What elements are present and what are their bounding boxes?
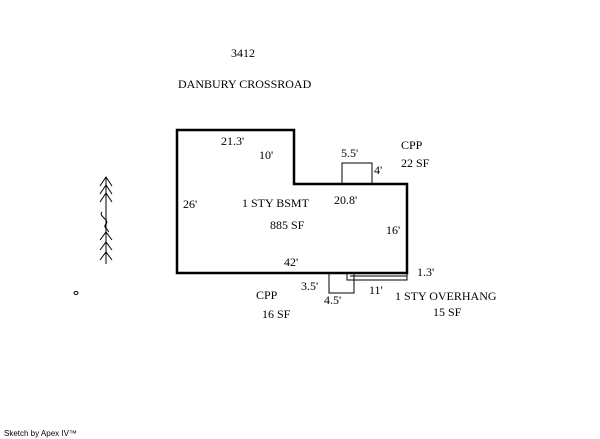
porch-top-area: 22 SF xyxy=(401,156,430,170)
dim-top-step: 10' xyxy=(259,148,274,162)
dim-left-side: 26' xyxy=(183,197,198,211)
main-building-outline xyxy=(175,128,409,275)
dim-inner-right: 20.8' xyxy=(334,193,358,207)
porch-top-width: 5.5' xyxy=(341,146,359,160)
overhang-length: 11' xyxy=(369,283,383,297)
overhang-area: 15 SF xyxy=(433,305,462,319)
dim-top-left: 21.3' xyxy=(221,134,245,148)
main-area-size: 885 SF xyxy=(270,218,305,232)
parcel-number: 3412 xyxy=(231,46,255,60)
main-area-name: 1 STY BSMT xyxy=(242,196,309,210)
porch-bottom-depth: 3.5' xyxy=(301,279,319,293)
porch-top-name: CPP xyxy=(401,138,423,152)
dim-right-side: 16' xyxy=(386,223,401,237)
street-name: DANBURY CROSSROAD xyxy=(178,77,312,91)
overhang-depth: 1.3' xyxy=(417,265,435,279)
overhang-name: 1 STY OVERHANG xyxy=(395,289,497,303)
north-arrow-icon xyxy=(99,176,113,264)
porch-bottom-width: 4.5' xyxy=(324,293,342,307)
sketch-credit: Sketch by Apex IV™ xyxy=(4,429,77,438)
marker-dot xyxy=(73,291,79,295)
porch-top-depth: 4' xyxy=(374,163,383,177)
porch-bottom-outline xyxy=(328,272,355,294)
porch-bottom-name: CPP xyxy=(256,288,278,302)
porch-bottom-area: 16 SF xyxy=(262,307,291,321)
dim-bottom: 42' xyxy=(284,255,299,269)
porch-top-outline xyxy=(341,162,373,185)
